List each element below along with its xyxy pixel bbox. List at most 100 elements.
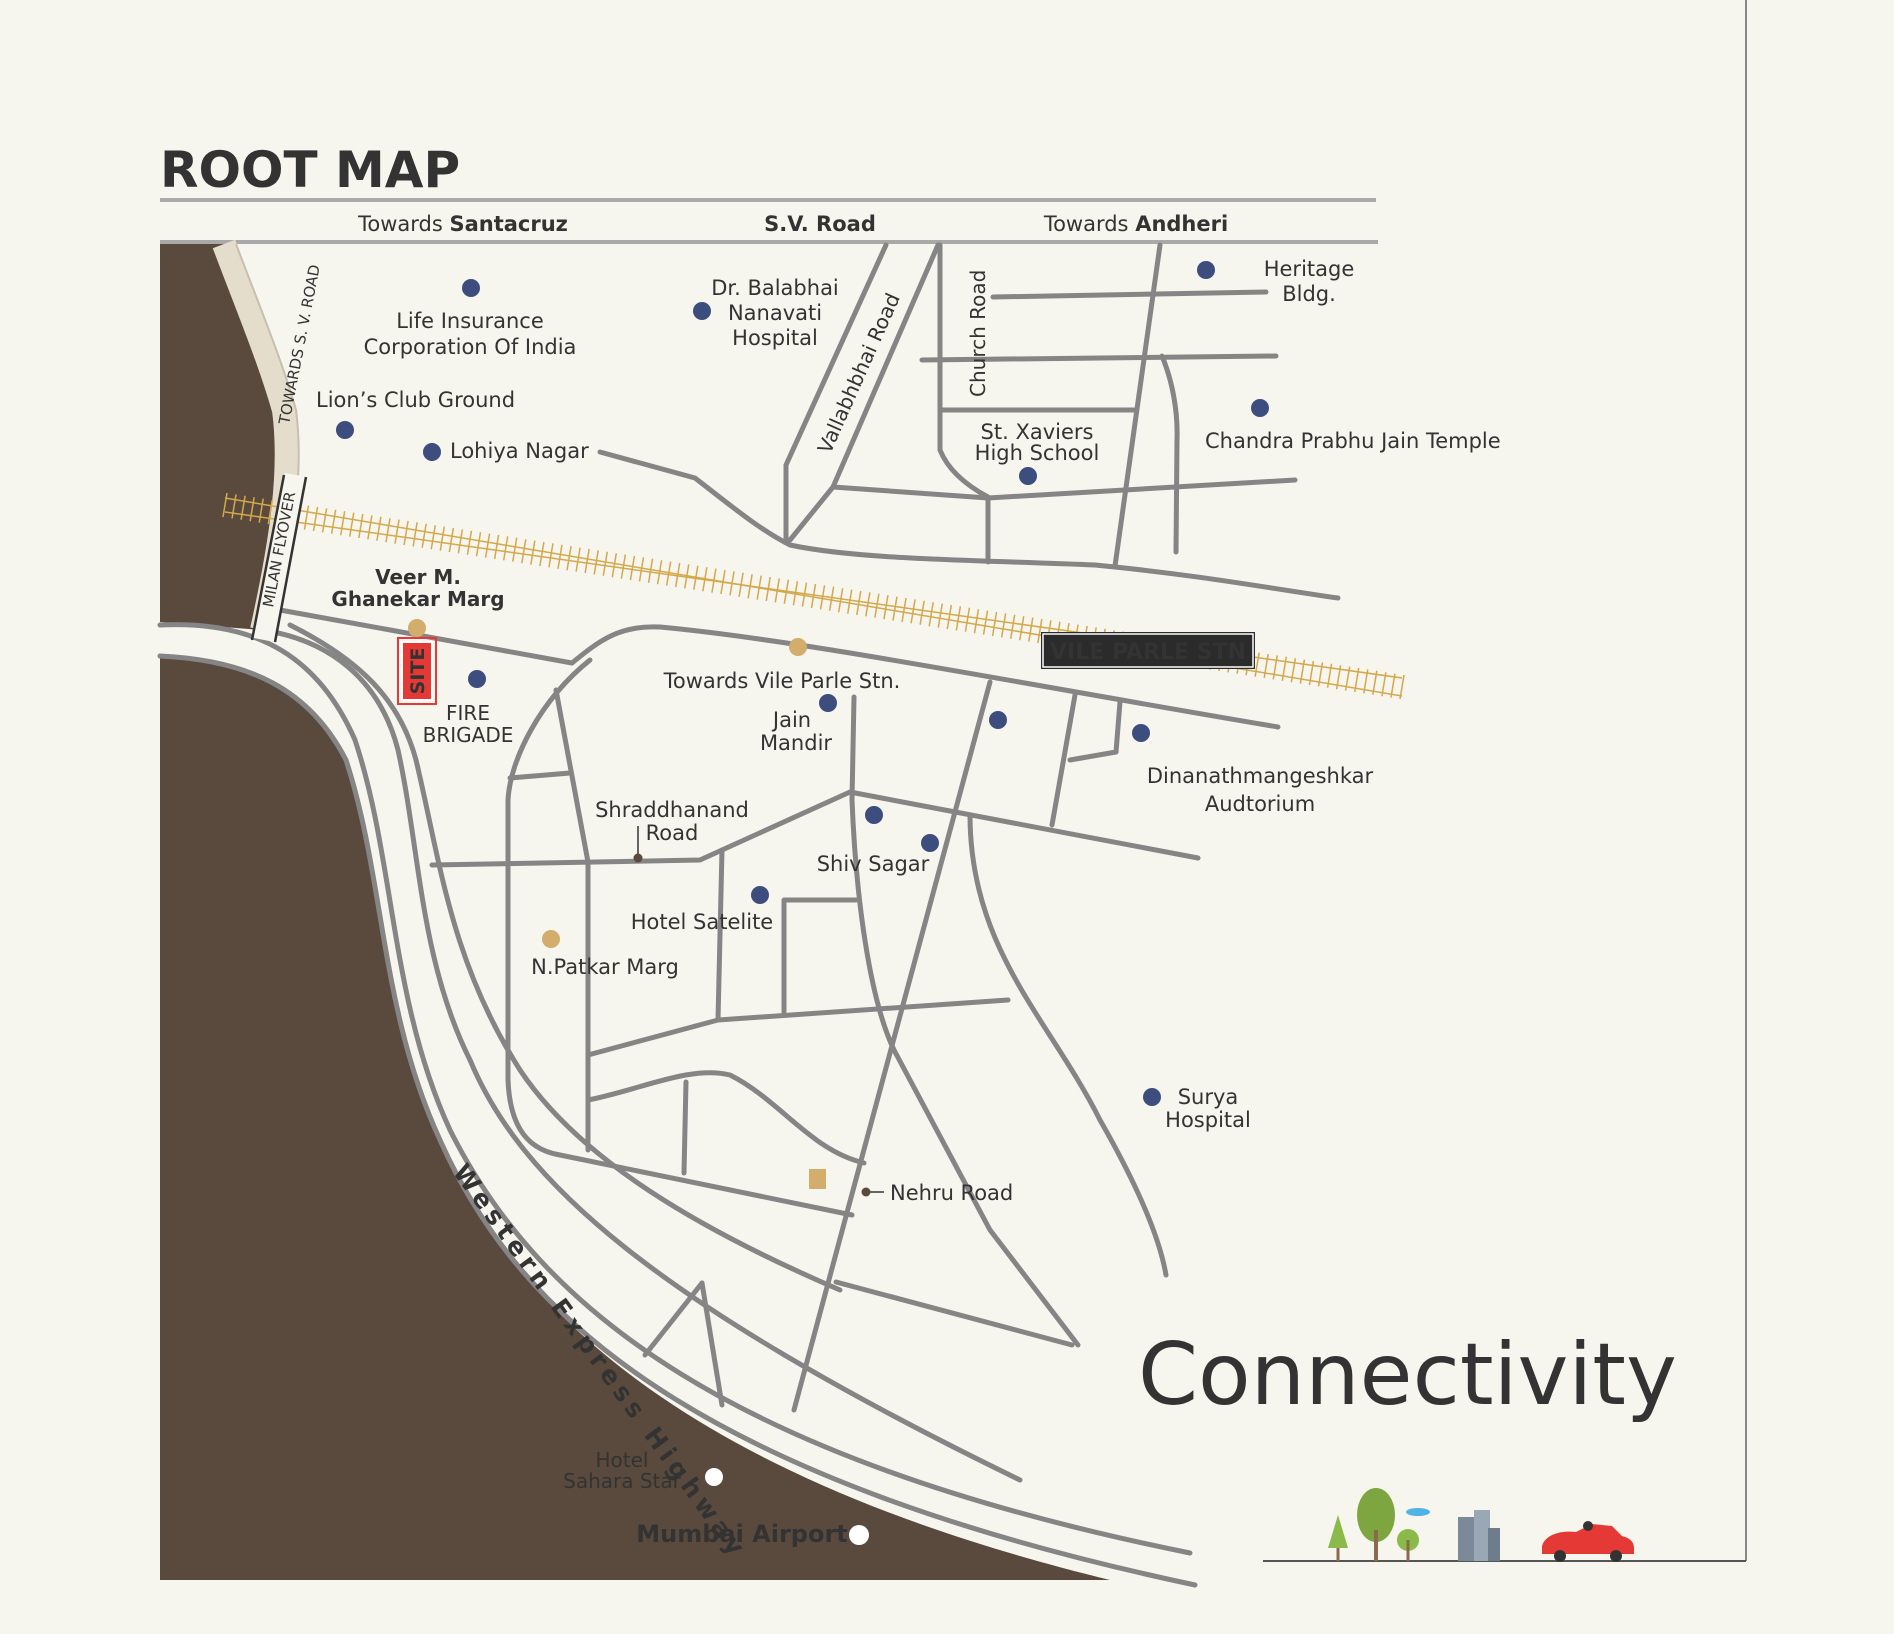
- veer-ghanekar-label-2: Ghanekar Marg: [331, 587, 504, 611]
- dinanath-label-2: Audtorium: [1205, 792, 1315, 816]
- landmark-dot-icon: [921, 834, 939, 852]
- road-shiv-sagar-south: [891, 1047, 1081, 1348]
- hotel-satelite-label: Hotel Satelite: [631, 910, 773, 934]
- map-title: ROOT MAP: [160, 141, 460, 199]
- road-dinanath-1: [1049, 692, 1078, 828]
- mumbai-airport-label: Mumbai Airport: [636, 1520, 848, 1548]
- chandra-prabhu-label: Chandra Prabhu Jain Temple: [1205, 429, 1501, 453]
- landmark-dot-icon: [468, 670, 486, 688]
- landmark-dot-icon: [693, 302, 711, 320]
- road-dinanath-2: [1067, 699, 1123, 763]
- road-vallabhbhai: [783, 242, 889, 543]
- st-xaviers-label-1: St. Xaviers: [981, 420, 1094, 444]
- road-cross-2: [919, 353, 1279, 363]
- road-jain-mandir: [849, 694, 897, 1053]
- road-marker-square-icon: [809, 1169, 826, 1189]
- landmark-dot-icon: [423, 443, 441, 461]
- surya-hospital-label-2: Hospital: [1165, 1108, 1251, 1132]
- road-satelite-loop: [781, 897, 859, 1015]
- road-marker-icon: [542, 930, 560, 948]
- road-hotel-satelite: [715, 847, 725, 1023]
- sahara-star-label-1: Hotel: [596, 1448, 649, 1472]
- site-label: SITE: [407, 648, 429, 695]
- road-south-curve: [585, 1070, 867, 1166]
- station-badge: VILE PARLE STN: [1041, 632, 1255, 669]
- landmark-dot-icon: [336, 421, 354, 439]
- sahara-star-label-2: Sahara Star: [563, 1469, 682, 1493]
- fire-brigade-label-2: BRIGADE: [423, 723, 514, 747]
- n-patkar-marg-label: N.Patkar Marg: [531, 955, 679, 979]
- road-south-cross: [585, 997, 1011, 1058]
- dinanath-label-1: Dinanathmangeshkar: [1147, 764, 1374, 788]
- road-lohiya-nagar: [597, 449, 1341, 601]
- connectivity-heading: Connectivity: [1138, 1325, 1677, 1425]
- fire-brigade-label-1: FIRE: [446, 701, 490, 725]
- road-south-short: [681, 1079, 689, 1176]
- st-xaviers-label-2: High School: [975, 441, 1100, 465]
- landmark-dot-icon: [1143, 1088, 1161, 1106]
- nehru-road-label: Nehru Road: [890, 1181, 1013, 1205]
- landmark-dot-icon: [462, 279, 480, 297]
- road-n-patkar: [553, 687, 591, 1153]
- mumbai-airport-dot-icon: [849, 1525, 869, 1545]
- shraddhanand-label-2: Road: [646, 821, 699, 845]
- dark-land-bottom-left: [160, 656, 1110, 1580]
- jain-mandir-label-2: Mandir: [760, 731, 832, 755]
- nehru-road-pin-icon: [861, 1187, 871, 1197]
- lions-club-label: Lion’s Club Ground: [316, 388, 515, 412]
- building-icon: [1458, 1510, 1500, 1561]
- site-marker: SITE: [397, 637, 437, 705]
- lic-label-2: Corporation Of India: [364, 335, 577, 359]
- milan-flyover-edge-right: [273, 476, 308, 643]
- sv-road-label: S.V. Road: [764, 212, 876, 236]
- shraddhanand-pin-icon: [633, 853, 643, 863]
- milan-flyover-band: [253, 472, 307, 643]
- jain-mandir-label-1: Jain: [771, 708, 811, 732]
- heritage-label-1: Heritage: [1264, 257, 1355, 281]
- road-andheri-side: [1112, 242, 1163, 569]
- lic-label-1: Life Insurance: [396, 309, 544, 333]
- landmark-dot-icon: [819, 694, 837, 712]
- road-veer-ghanekar: [277, 607, 575, 666]
- towards-vile-parle-stn-label: Towards Vile Parle Stn.: [663, 669, 901, 693]
- lohiya-nagar-label: Lohiya Nagar: [450, 439, 589, 463]
- nanavati-label-3: Hospital: [732, 326, 818, 350]
- road-cross-1: [990, 289, 1269, 300]
- western-express-highway-inner: [157, 653, 1198, 1588]
- nanavati-label-1: Dr. Balabhai: [711, 276, 839, 300]
- landmark-dot-icon: [751, 886, 769, 904]
- nanavati-label-2: Nanavati: [728, 301, 822, 325]
- car-icon: [1542, 1521, 1634, 1562]
- road-east-branch: [1159, 353, 1180, 555]
- shraddhanand-label-1: Shraddhanand: [595, 798, 749, 822]
- highway-parallel-road-2: [287, 622, 843, 1293]
- road-east-curve: [967, 812, 1169, 1278]
- station-label: VILE PARLE STN: [1050, 640, 1246, 665]
- surya-hospital-label-1: Surya: [1178, 1085, 1239, 1109]
- road-xaviers: [830, 477, 1298, 501]
- landmark-dot-icon: [1251, 399, 1269, 417]
- road-towards-vile-parle: [569, 624, 1281, 730]
- church-road-label: Church Road: [966, 270, 990, 397]
- shiv-sagar-label: Shiv Sagar: [817, 852, 930, 876]
- towards-santacruz-label: Towards Santacruz: [357, 212, 568, 236]
- landmark-dot-icon: [989, 711, 1007, 729]
- road-loop-cross: [507, 770, 573, 781]
- towards-andheri-label: Towards Andheri: [1043, 212, 1228, 236]
- road-lower-fork-2: [699, 1280, 725, 1408]
- road-lower-cross: [833, 1279, 1075, 1348]
- heritage-label-2: Bldg.: [1282, 282, 1336, 306]
- tree-icon: [1328, 1488, 1430, 1561]
- landmark-dot-icon: [1019, 467, 1037, 485]
- road-shraddhanand: [429, 789, 1201, 868]
- road-diagonal-main: [791, 679, 993, 1413]
- milan-flyover-edge-left: [250, 474, 286, 641]
- highway-parallel-road-1: [259, 627, 1023, 1483]
- road-marker-icon: [789, 638, 807, 656]
- landmark-dot-icon: [865, 806, 883, 824]
- landmark-dot-icon: [1132, 724, 1150, 742]
- western-express-highway-outer: [157, 622, 1193, 1556]
- road-marker-icon: [408, 619, 426, 637]
- road-loop-west: [505, 657, 855, 1218]
